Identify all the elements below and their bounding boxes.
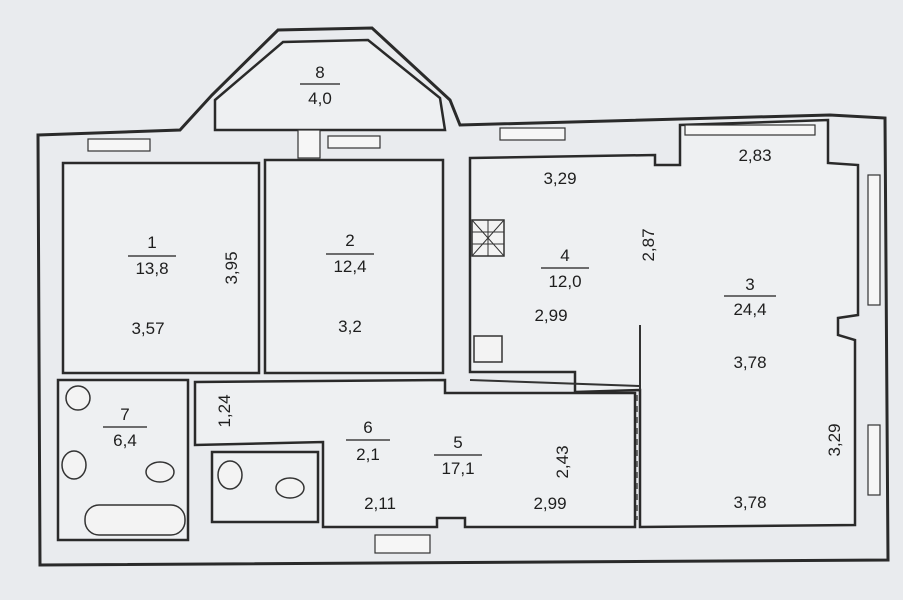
window-room-3-top (684, 124, 816, 136)
dim-room-5-left: 2,11 (364, 494, 396, 513)
window-room-3-bottom-right (867, 424, 881, 496)
window-room-3-right (867, 174, 881, 306)
stove-grid (471, 219, 505, 257)
washing-machine-icon (65, 385, 91, 411)
wc-toilet-icon (275, 477, 305, 499)
kitchen-partition (469, 379, 641, 387)
washbasin-icon (61, 450, 87, 480)
room-8-outline (213, 38, 447, 132)
outer-wall (36, 26, 890, 567)
bathtub-icon (84, 504, 186, 536)
room-2-area: 12,4 (333, 257, 366, 276)
dim-hall-width: 1,24 (215, 394, 234, 427)
window-room-8-door (297, 129, 321, 159)
room-2-number: 2 (345, 231, 354, 250)
room-4-area: 12,0 (548, 272, 581, 291)
wc-washbasin-icon (217, 460, 243, 490)
room-5-area: 17,1 (441, 459, 474, 478)
room-7-number: 7 (120, 405, 129, 424)
dim-room-1-width: 3,57 (131, 319, 164, 338)
window-hall (374, 534, 431, 554)
room-3-area: 24,4 (733, 300, 766, 319)
room-1-outline (61, 161, 261, 375)
room-8-area: 4,0 (308, 89, 332, 108)
dim-room-5-width: 2,99 (533, 494, 566, 513)
dim-room-4-top: 3,29 (543, 169, 576, 188)
dim-room-3-side: 3,29 (825, 423, 844, 456)
room-7-area: 6,4 (113, 431, 137, 450)
room-6-number: 6 (363, 418, 372, 437)
room-8-number: 8 (315, 63, 324, 82)
sink-icon (473, 335, 503, 363)
room-3-number: 3 (745, 275, 754, 294)
dim-room-4-height: 2,87 (639, 228, 658, 261)
room-5-outline (193, 378, 637, 529)
dim-room-1-length: 3,95 (222, 251, 241, 284)
window-room-1 (87, 138, 151, 152)
room-1-area: 13,8 (135, 259, 168, 278)
room-1-number: 1 (147, 233, 156, 252)
toilet-icon (145, 461, 175, 483)
dim-room-3-middle: 3,78 (733, 353, 766, 372)
dim-room-5-height: 2,43 (553, 445, 572, 478)
room-6-area: 2,1 (356, 445, 380, 464)
dim-room-3-bottom: 3,78 (733, 493, 766, 512)
room-5-number: 5 (453, 433, 462, 452)
dim-room-3-top: 2,83 (738, 146, 771, 165)
window-room-4 (499, 127, 566, 141)
dim-room-4-width: 2,99 (534, 306, 567, 325)
room-2-outline (263, 158, 445, 375)
room-4-number: 4 (560, 246, 569, 265)
dim-room-2-width: 3,2 (338, 317, 362, 336)
window-room-2 (327, 135, 381, 149)
